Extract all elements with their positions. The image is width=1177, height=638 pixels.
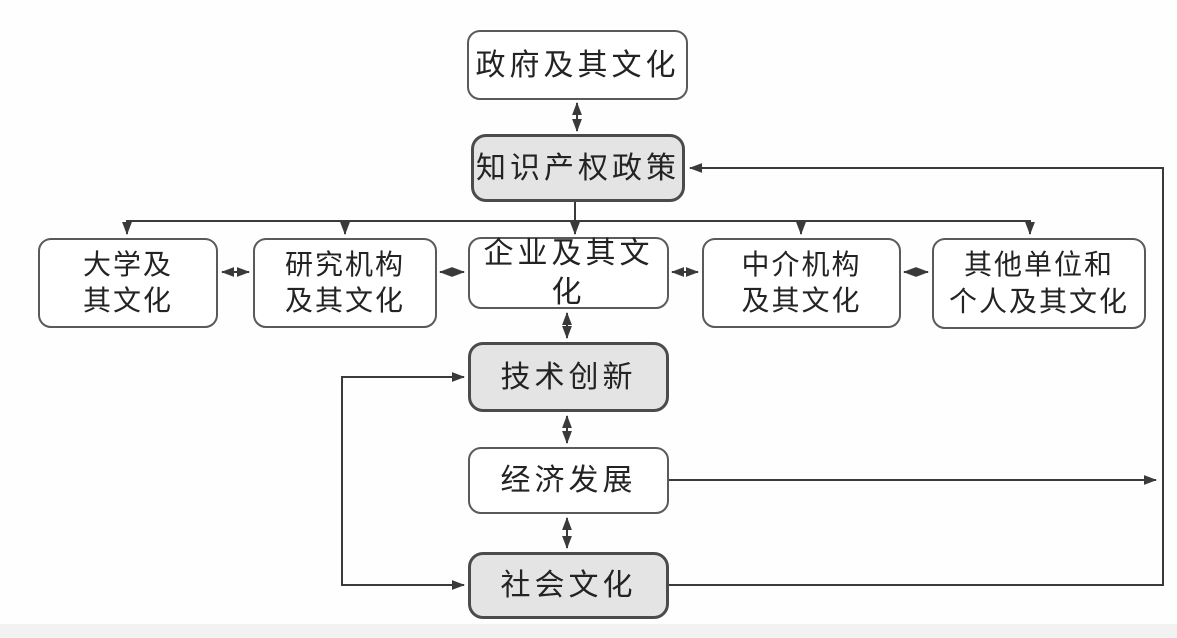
node-government-culture: 政府及其文化 [467, 30, 688, 100]
node-technological-innovation: 技术创新 [468, 342, 669, 412]
arrow-left-loop [341, 372, 465, 590]
node-research-institutions-culture: 研究机构 及其文化 [253, 238, 437, 328]
arrow-ippolicy-rail [122, 220, 1035, 235]
node-other-units-individuals-culture: 其他单位和 个人及其文化 [932, 238, 1146, 329]
arrow-society-feedback-ippolicy [668, 163, 1164, 586]
node-university-culture: 大学及 其文化 [38, 238, 218, 328]
node-economic-development: 经济发展 [468, 447, 669, 514]
node-ip-policy: 知识产权政策 [471, 134, 685, 202]
scan-artifact-strip [0, 624, 1177, 638]
node-enterprise-culture: 企业及其文化 [468, 236, 669, 310]
node-social-culture: 社会文化 [468, 552, 669, 619]
node-intermediary-agencies-culture: 中介机构 及其文化 [702, 238, 901, 328]
